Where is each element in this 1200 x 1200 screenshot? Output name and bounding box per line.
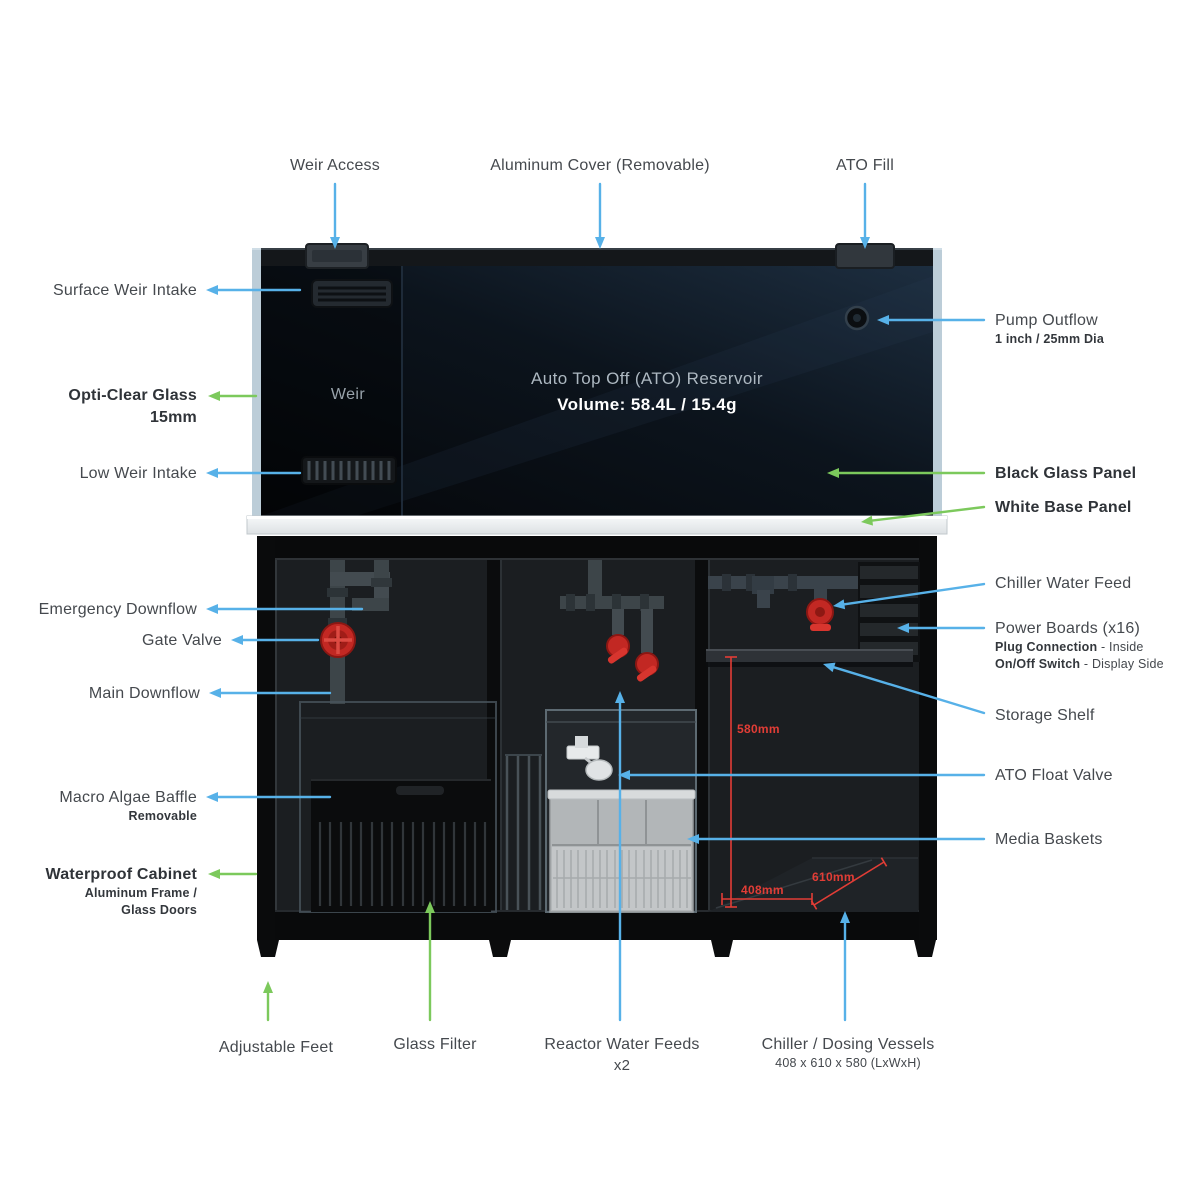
label-ato-float-valve: ATO Float Valve [995,767,1113,784]
label-white-base-panel: White Base Panel [995,499,1132,516]
dimension-610mm: 610mm [812,870,855,884]
dimension-lines [721,656,888,910]
label-chiller-dosing-vessels: Chiller / Dosing Vessels 408 x 610 x 580… [761,1036,935,1070]
label-reactor-water-feeds: Reactor Water Feeds x2 [544,1036,700,1074]
label-aluminum-cover: Aluminum Cover (Removable) [490,157,710,174]
emergency-downflow-arrow [206,604,364,614]
cabinet-bottom-rail [257,910,937,940]
label-weir-access: Weir Access [290,157,380,174]
ato-reservoir-volume: Volume: 58.4L / 15.4g [557,395,737,414]
label-emergency-downflow: Emergency Downflow [38,601,197,618]
media-baskets-arrow [687,834,986,844]
dimension-408mm: 408mm [741,883,784,897]
gate-valve [320,622,356,658]
glass-left-edge [252,250,261,532]
cabinet-left-post [257,536,275,940]
weir-access-arrow [330,182,340,249]
label-macro-algae-baffle: Macro Algae Baffle Removable [59,789,197,823]
weir-text: Weir [330,386,366,403]
low-weir-intake-arrow [206,468,302,478]
reactor-water-feeds-arrow [615,691,625,1022]
aluminum-cover [261,248,933,266]
reactor-feed-manifold [560,560,664,682]
main-downflow-arrow [209,688,332,698]
label-storage-shelf: Storage Shelf [995,707,1095,724]
storage-shelf-arrow [823,662,986,715]
waterproof-cabinet-arrow [208,869,258,879]
adjustable-feet-arrow [263,981,273,1022]
storage-shelf [706,649,913,667]
cabinet-top-rail [257,536,937,560]
label-black-glass-panel: Black Glass Panel [995,465,1137,482]
ato-fill-arrow [860,182,870,249]
label-chiller-water-feed: Chiller Water Feed [995,575,1132,592]
macro-algae-baffle-arrow [206,792,332,802]
macro-algae-baffle [311,779,491,912]
chiller-water-feed-arrow [833,582,986,610]
cabinet-mid-post-2 [695,560,708,910]
ato-float-valve-arrow [618,770,986,780]
media-baskets [547,789,696,913]
cabinet-right-post [919,536,937,940]
opti-clear-glass-arrow [208,391,258,401]
label-opti-clear-glass: Opti-Clear Glass 15mm [68,387,197,426]
dimension-580mm: 580mm [737,722,780,736]
aluminum-cover-arrow [595,182,605,249]
power-boards [858,562,920,662]
chiller-dosing-arrow [840,911,850,1022]
adjustable-feet [257,940,936,957]
label-gate-valve: Gate Valve [142,632,222,649]
power-boards-arrow [897,623,986,633]
glass-filter-arrow [425,901,435,1022]
white-base-panel-arrow [861,505,986,526]
cabinet [257,536,937,957]
label-surface-weir-intake: Surface Weir Intake [52,282,197,299]
pump-outflow-arrow [877,315,986,325]
surface-weir-intake-arrow [206,285,302,295]
label-power-boards: Power Boards (x16) Plug Connection - Ins… [995,620,1164,671]
label-main-downflow: Main Downflow [88,685,200,702]
ato-float-valve [566,736,613,781]
label-glass-filter: Glass Filter [393,1036,477,1053]
glass-right-edge [933,250,942,532]
callout-arrows [206,182,986,1022]
label-waterproof-cabinet: Waterproof Cabinet Aluminum Frame / Glas… [45,866,197,917]
label-pump-outflow: Pump Outflow 1 inch / 25mm Dia [995,312,1104,346]
ato-reservoir-title: Auto Top Off (ATO) Reservoir [531,369,763,388]
glass-sheen [261,276,933,516]
label-low-weir-intake: Low Weir Intake [79,465,197,482]
label-media-baskets: Media Baskets [995,831,1103,848]
weir-glass-edge [401,264,403,516]
black-glass-panel-arrow [827,468,986,478]
gate-valve-arrow [231,635,320,645]
glass-filter-plates [505,754,542,910]
label-ato-fill: ATO Fill [836,157,894,174]
label-adjustable-feet: Adjustable Feet [218,1039,334,1056]
